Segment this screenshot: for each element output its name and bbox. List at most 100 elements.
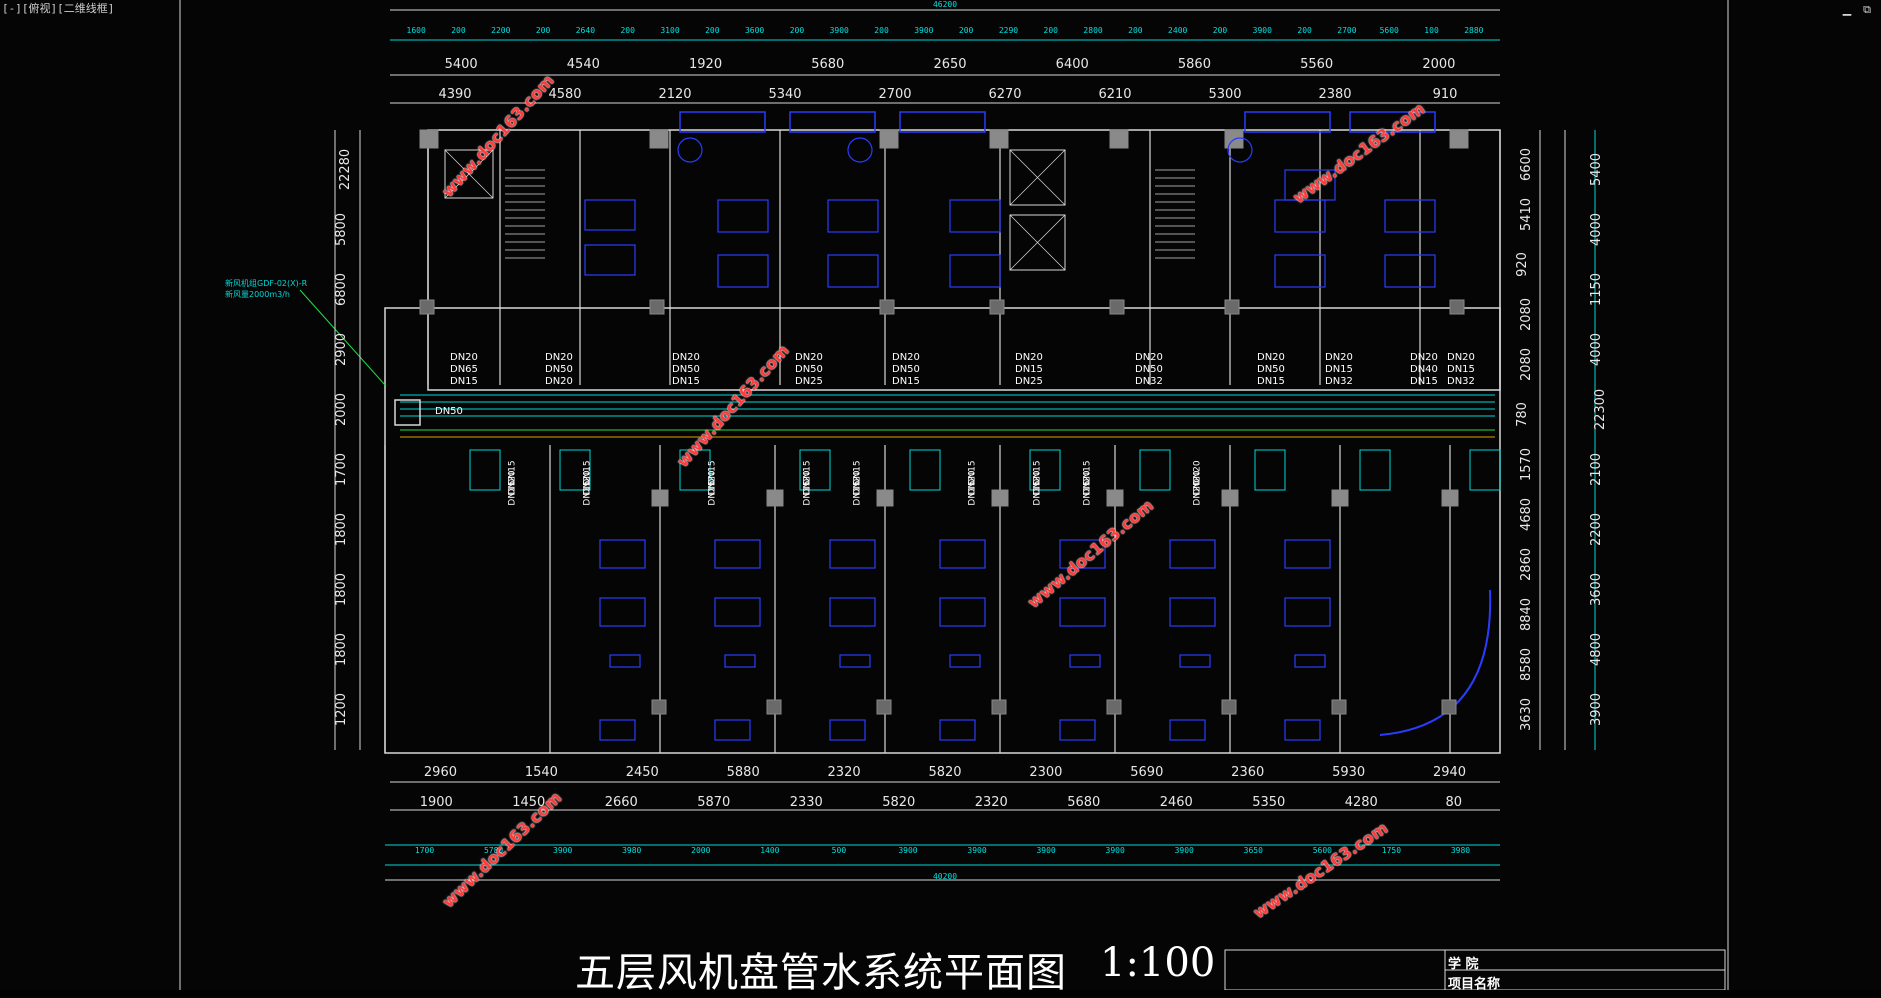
top-small-dim: 2800 (1083, 26, 1103, 35)
bed-block (829, 597, 876, 627)
column (651, 489, 669, 507)
bathroom-fixture (1139, 449, 1171, 491)
overall-dim-top: 46200 (932, 0, 958, 9)
bathroom-fixture (1254, 449, 1286, 491)
minimize-icon[interactable]: ▁ (1842, 3, 1852, 16)
sofa-block (939, 719, 976, 741)
column (876, 699, 892, 715)
right-small-dim: 3600 (1589, 572, 1605, 607)
top-small-dim: 1600 (406, 26, 426, 35)
column (876, 489, 894, 507)
desk-block (609, 654, 641, 668)
bottom-dim-row1: 5930 (1332, 765, 1366, 780)
pipe-size-label-lower: DN15 (1082, 480, 1093, 506)
elevator-shaft (1009, 214, 1066, 271)
column (1441, 699, 1457, 715)
curved-wall (1379, 589, 1492, 736)
desk-block (724, 654, 756, 668)
sofa-block (1169, 719, 1206, 741)
pipe-size-label: DN20 (545, 352, 573, 363)
pipe-size-label: DN50 (672, 364, 700, 375)
pipe-size-label: DN50 (795, 364, 823, 375)
bottom-small-dim: 3900 (1036, 846, 1056, 855)
top-small-dim: 200 (705, 26, 720, 35)
left-dim: 1800 (334, 572, 350, 607)
column (651, 699, 667, 715)
drawing-title: 五层风机盘管水系统平面图 (575, 950, 1067, 996)
top-dim-row1: 4540 (566, 57, 600, 72)
bottom-dim-row1: 2450 (625, 765, 659, 780)
pipe-size-label: DN40 (1410, 364, 1438, 375)
bottom-dim-row2: 80 (1445, 795, 1463, 810)
pipe-size-label: DN32 (1447, 376, 1475, 387)
viewport-label[interactable]: [-][俯视][二维线框] (2, 2, 115, 15)
pipe-size-label: DN15 (450, 376, 478, 387)
top-small-dim: 200 (1297, 26, 1312, 35)
viewport-window-controls: ▁ ⧉ (1841, 4, 1873, 16)
pipe-size-label: DN20 (1015, 352, 1043, 363)
bottom-dim-row1: 2300 (1029, 765, 1063, 780)
left-dim: 22280 (338, 148, 354, 191)
pipe-size-label-lower: DN15 (852, 480, 863, 506)
bathroom-fixture (1029, 449, 1061, 491)
pipe-size-label: DN20 (1135, 352, 1163, 363)
column (419, 129, 439, 149)
right-small-dim: 3900 (1589, 692, 1605, 727)
pipe-size-label: DN15 (1447, 364, 1475, 375)
bed-block (949, 199, 1001, 233)
top-dim-row1: 5860 (1177, 57, 1211, 72)
bottom-dim-row1: 5820 (928, 765, 962, 780)
column (1106, 489, 1124, 507)
pipe-size-label: DN20 (450, 352, 478, 363)
desk-block (1069, 654, 1101, 668)
bathroom-fixture (679, 449, 711, 491)
bed-block (714, 539, 761, 569)
bottom-small-dim: 3900 (898, 846, 918, 855)
bottom-small-dim: 1400 (760, 846, 780, 855)
bathroom-fixture (1359, 449, 1391, 491)
sofa-block (599, 719, 636, 741)
top-small-dim: 2290 (998, 26, 1019, 35)
column (419, 299, 435, 315)
right-dim: 8840 (1519, 597, 1535, 632)
table-icon (677, 137, 703, 163)
restore-icon[interactable]: ⧉ (1863, 3, 1871, 16)
fresh-air-unit (394, 399, 421, 426)
bed-block (1384, 254, 1436, 288)
title-block-project: 项目名称 (1448, 977, 1501, 992)
top-dim-row2: 4390 (438, 87, 472, 102)
bottom-dim-row1: 1540 (524, 765, 558, 780)
pipe-size-label: DN32 (1325, 376, 1353, 387)
supply-air-duct (679, 111, 766, 133)
top-small-dim: 5600 (1379, 26, 1399, 35)
bed-block (1169, 597, 1216, 627)
top-dim-row1: 1920 (689, 57, 723, 72)
bathroom-fixture (559, 449, 591, 491)
right-dim: 6600 (1519, 147, 1535, 182)
pipe-size-label: DN50 (1135, 364, 1163, 375)
pipe-size-label: DN15 (1257, 376, 1285, 387)
right-small-dim: 22300 (1593, 388, 1609, 431)
bathroom-fixture (469, 449, 501, 491)
top-small-dim: 2400 (1168, 26, 1188, 35)
top-dim-row2: 910 (1432, 87, 1458, 102)
right-dim: 920 (1514, 252, 1530, 277)
bottom-dim-row2: 5870 (697, 795, 731, 810)
right-small-dim: 4800 (1589, 632, 1605, 667)
top-dim-row2: 6210 (1098, 87, 1132, 102)
bottom-dim-row1: 2320 (827, 765, 861, 780)
pipe-size-label: DN50 (1257, 364, 1285, 375)
pipe-size-label: DN65 (450, 364, 478, 375)
bed-block (714, 597, 761, 627)
pipe-size-label: DN25 (1015, 376, 1043, 387)
column (1449, 299, 1465, 315)
pipe-size-label-lower: DN15 (802, 480, 813, 506)
overall-dim-bottom: 40200 (932, 872, 958, 881)
bed-block (1059, 539, 1106, 569)
top-small-dim: 200 (535, 26, 551, 35)
top-dim-row2: 5300 (1208, 87, 1242, 102)
left-dim: 1700 (334, 452, 350, 487)
column (1221, 699, 1237, 715)
